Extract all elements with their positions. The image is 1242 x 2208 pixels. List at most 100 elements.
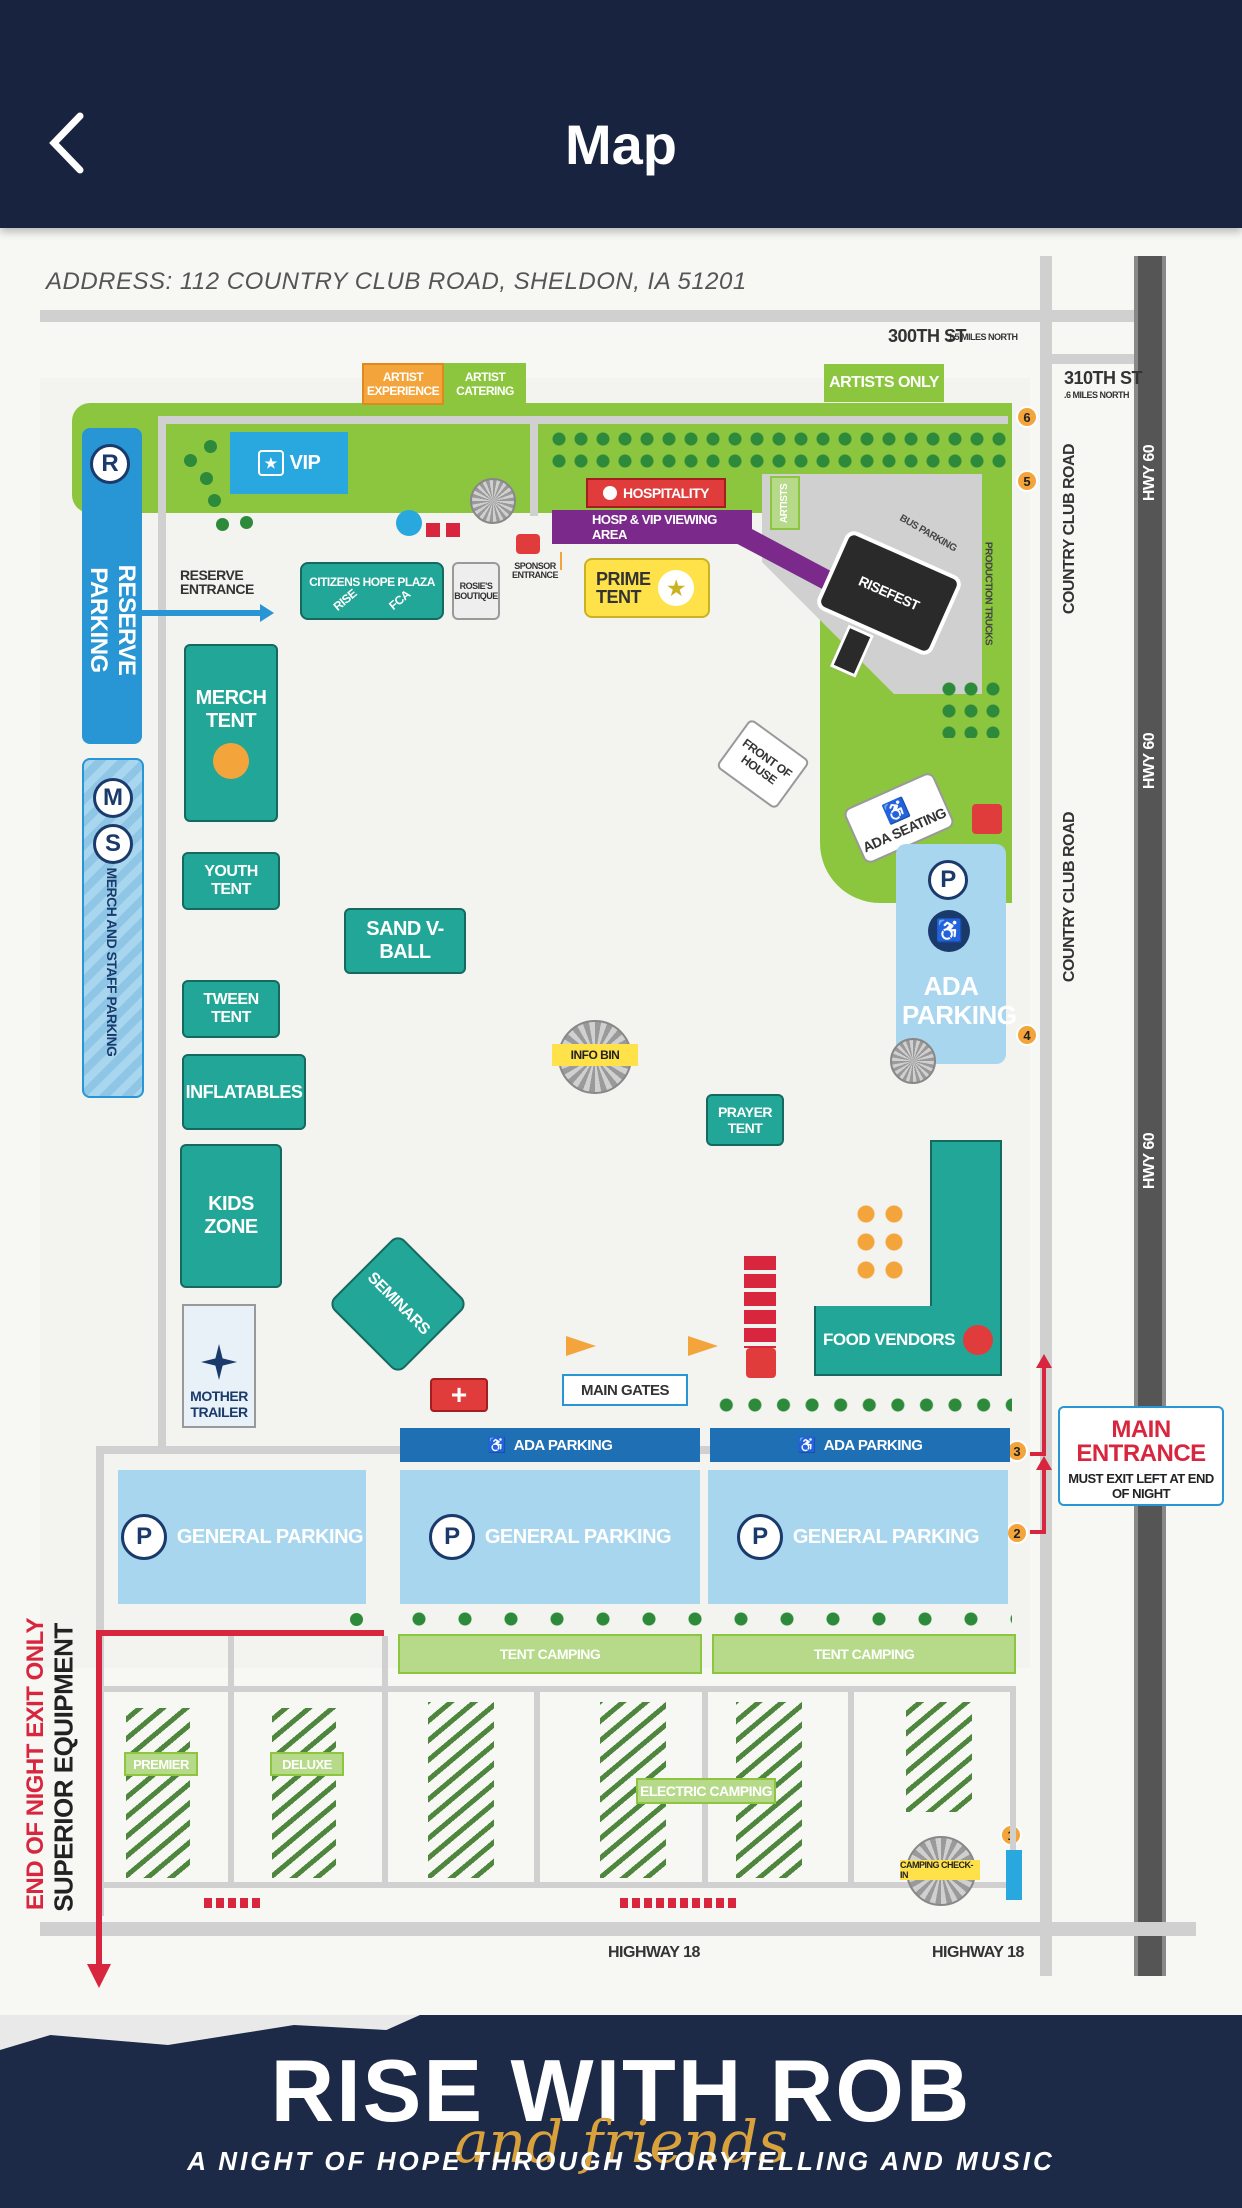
camping-path xyxy=(534,1686,540,1886)
label-sponsor-entrance: SPONSOR ENTRANCE xyxy=(511,561,559,580)
sponsor-icon xyxy=(516,534,540,554)
road-hwy60 xyxy=(1134,256,1166,1976)
reserve-icon: R xyxy=(90,444,130,484)
hospitality-icon xyxy=(602,486,617,500)
camping-path-red xyxy=(96,1630,384,1636)
label-hospitality: HOSPITALITY xyxy=(622,485,710,501)
app-header xyxy=(0,0,1242,228)
page-title: Map xyxy=(565,113,677,176)
prayer-tent[interactable]: PRAYER TENT xyxy=(706,1094,784,1146)
prime-tent[interactable]: PRIME TENT ★ xyxy=(584,558,710,618)
sand-vball[interactable]: SAND V-BALL xyxy=(344,908,466,974)
label-ada-parking-1: ADA PARKING xyxy=(513,1436,613,1454)
tree-row-south xyxy=(396,1608,1012,1630)
label-hwy60-1: HWY 60 xyxy=(1141,444,1158,502)
youth-tent[interactable]: YOUTH TENT xyxy=(182,852,280,910)
reserve-entrance-arrow xyxy=(142,610,262,616)
pin-6: 6 xyxy=(1016,406,1038,428)
parking-icon: P xyxy=(736,1514,783,1560)
label-camping-checkin: CAMPING CHECK-IN xyxy=(900,1860,974,1880)
label-300th-note: 1.5 MILES NORTH xyxy=(948,332,1018,342)
inflatables[interactable]: INFLATABLES xyxy=(182,1054,306,1130)
camping-path xyxy=(96,1686,1016,1692)
rv-sites xyxy=(126,1708,190,1878)
main-gates[interactable]: MAIN GATES xyxy=(562,1374,688,1406)
label-hwy18-1: HIGHWAY 18 xyxy=(608,1944,700,1961)
tree-cluster-stage xyxy=(938,678,1008,738)
arrow-head xyxy=(1036,1456,1052,1470)
merch-tent[interactable]: MERCH TENT xyxy=(184,644,278,822)
deluxe-camping[interactable]: DELUXE xyxy=(270,1752,344,1776)
general-parking-3[interactable]: P GENERAL PARKING xyxy=(708,1470,1008,1604)
road-300th xyxy=(40,310,1136,322)
label-general-parking-3: GENERAL PARKING xyxy=(792,1525,980,1548)
tent-camping-2[interactable]: TENT CAMPING xyxy=(712,1634,1016,1674)
rv-sites xyxy=(428,1702,494,1878)
rv-sites xyxy=(272,1708,336,1878)
checkin-booth xyxy=(1006,1850,1022,1900)
seating-dots xyxy=(852,1200,908,1284)
banner-tagline: A NIGHT OF HOPE THROUGH STORYTELLING AND… xyxy=(187,2146,1055,2176)
citizens-hope-plaza[interactable]: CITIZENS HOPE PLAZA RISE FCA xyxy=(300,562,444,620)
info-bin[interactable]: INFO BIN xyxy=(552,1044,638,1066)
star-icon: ★ xyxy=(658,570,694,606)
label-300th-st: 300TH ST xyxy=(888,326,967,346)
merch-icon: M xyxy=(93,778,133,818)
camping-checkin[interactable]: CAMPING CHECK-IN xyxy=(900,1860,980,1880)
merch-staff-parking[interactable]: M S MERCH AND STAFF PARKING xyxy=(82,758,144,1098)
reserve-parking[interactable]: R RESERVE PARKING xyxy=(82,428,142,744)
hospitality-box: HOSPITALITY xyxy=(586,478,726,508)
general-parking-2[interactable]: P GENERAL PARKING xyxy=(400,1470,700,1604)
kids-zone[interactable]: KIDS ZONE xyxy=(180,1144,282,1288)
ada-parking-strip-2[interactable]: ♿ ADA PARKING xyxy=(710,1428,1010,1462)
label-hwy18-2: HIGHWAY 18 xyxy=(932,1944,1024,1961)
label-p: P xyxy=(444,1523,460,1550)
label-p: P xyxy=(752,1523,768,1550)
food-icon xyxy=(962,1325,993,1355)
label-m: M xyxy=(103,784,123,811)
mother-trailer[interactable]: MOTHER TRAILER xyxy=(182,1304,256,1428)
label-superior: SUPERIOR EQUIPMENT xyxy=(48,1623,79,1912)
label-merch-staff-parking: MERCH AND STAFF PARKING xyxy=(104,867,120,1057)
restroom-row xyxy=(620,1898,736,1908)
red-marker xyxy=(426,523,440,537)
first-aid-icon[interactable]: + xyxy=(430,1378,488,1412)
rosies-boutique[interactable]: ROSIE'S BOUTIQUE xyxy=(452,562,500,620)
tree xyxy=(216,518,229,531)
label-hosp-vip: HOSP & VIP VIEWING AREA xyxy=(592,512,717,542)
back-button[interactable] xyxy=(46,112,86,174)
label-premier: PREMIER xyxy=(133,1756,189,1772)
banner-script: and friends xyxy=(454,2108,788,2176)
red-marker xyxy=(446,523,460,537)
arrow-head xyxy=(1036,1354,1052,1368)
restroom-icon xyxy=(746,1348,776,1378)
label-rise: RISE xyxy=(330,586,360,614)
tree xyxy=(204,440,217,453)
ada-parking-lot[interactable]: P ♿ ADA PARKING xyxy=(896,844,1017,1064)
ada-parking-strip-1[interactable]: ♿ ADA PARKING xyxy=(400,1428,700,1462)
rv-sites xyxy=(906,1702,972,1812)
general-parking-1[interactable]: P GENERAL PARKING xyxy=(118,1470,366,1604)
food-vendors[interactable]: FOOD VENDORS xyxy=(814,1306,1002,1376)
vip-area[interactable]: ★ VIP xyxy=(230,432,348,494)
tree xyxy=(350,1613,363,1626)
label-kids-zone: KIDS ZONE xyxy=(204,1193,258,1238)
label-r: R xyxy=(101,450,119,477)
tree-row-gates xyxy=(712,1394,1012,1416)
road-country-club xyxy=(1040,256,1052,1976)
pin-2: 2 xyxy=(1006,1522,1028,1544)
festival-map[interactable]: ADDRESS: 112 COUNTRY CLUB ROAD, SHELDON,… xyxy=(0,228,1242,2015)
tent-camping-1[interactable]: TENT CAMPING xyxy=(398,1634,702,1674)
electric-camping[interactable]: ELECTRIC CAMPING xyxy=(636,1778,776,1804)
label-tent-camping-1: TENT CAMPING xyxy=(499,1646,601,1662)
main-entrance-box[interactable]: MAIN ENTRANCE MUST EXIT LEFT AT END OF N… xyxy=(1058,1406,1224,1506)
tween-tent[interactable]: TWEEN TENT xyxy=(182,980,280,1038)
premier-camping[interactable]: PREMIER xyxy=(124,1752,198,1776)
artist-experience-box: ARTIST EXPERIENCE xyxy=(362,363,444,405)
label-vip: VIP xyxy=(289,451,321,474)
label-main-entrance-note: MUST EXIT LEFT AT END OF NIGHT xyxy=(1068,1471,1214,1501)
label-inflatables: INFLATABLES xyxy=(185,1081,303,1102)
label-s: S xyxy=(104,830,121,857)
label-reserve-entrance: RESERVE ENTRANCE xyxy=(180,567,254,597)
tree-row-north xyxy=(548,428,1008,472)
